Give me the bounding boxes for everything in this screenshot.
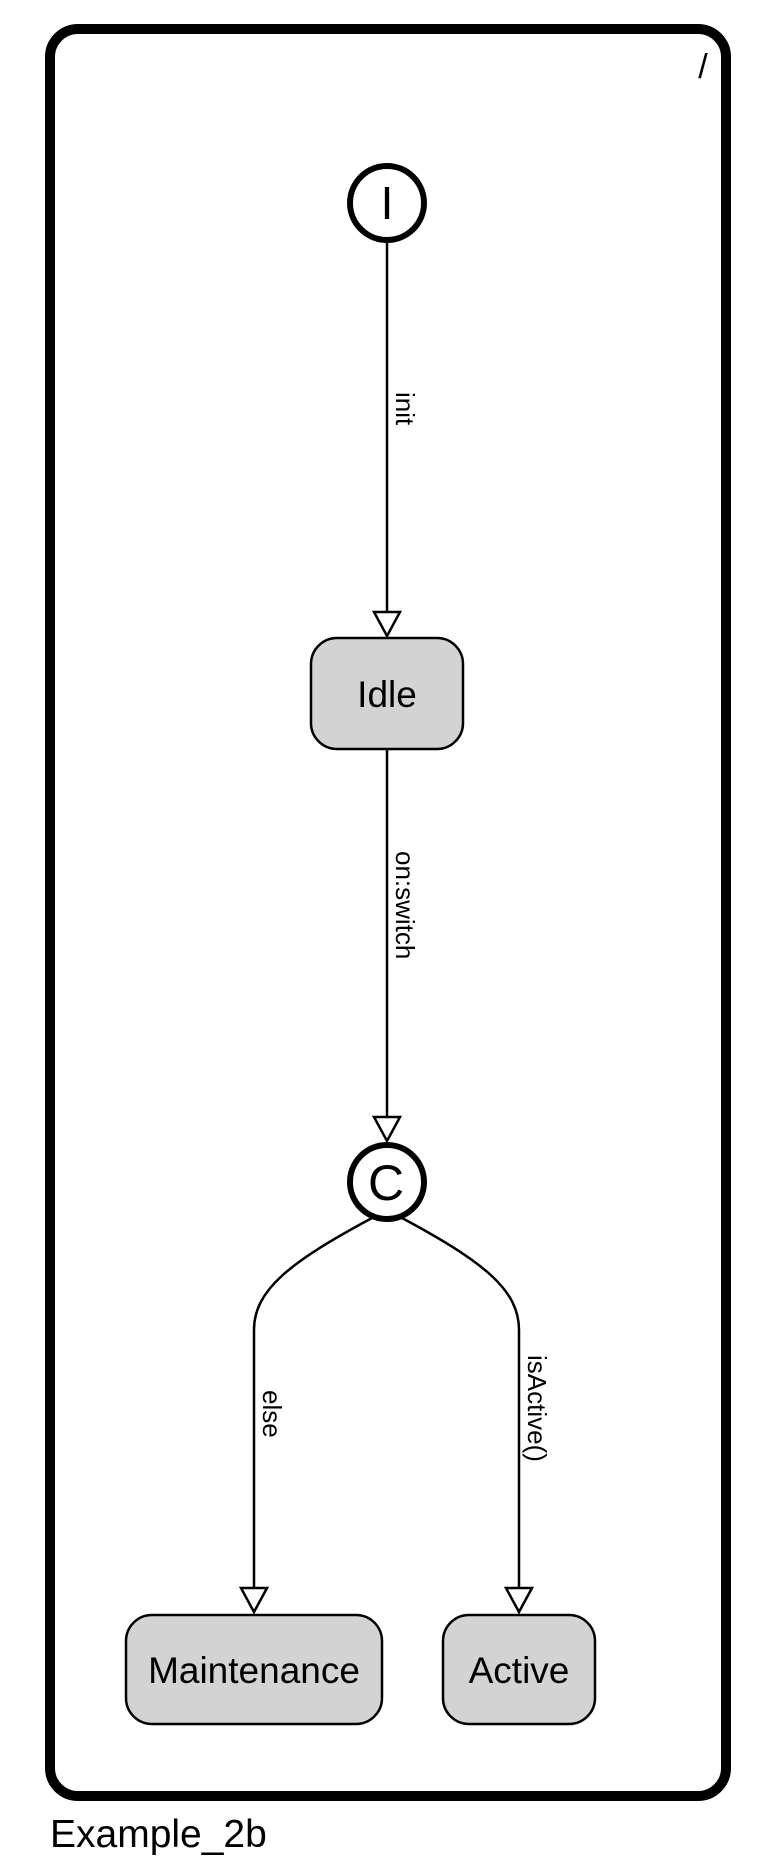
state-active[interactable]: Active — [441, 1613, 597, 1726]
state-active-label: Active — [469, 1650, 570, 1691]
initial-state-glyph: I — [381, 177, 394, 229]
transition-label-is-active: isActive() — [522, 1355, 552, 1462]
region-label: / — [698, 48, 708, 86]
state-idle[interactable]: Idle — [309, 636, 465, 751]
transition-label-on-switch: on:switch — [390, 851, 420, 959]
initial-state-node[interactable]: I — [347, 163, 427, 243]
transition-init[interactable]: init — [371, 241, 420, 639]
transition-label-init: init — [390, 392, 420, 426]
transition-on-switch[interactable]: on:switch — [371, 749, 420, 1144]
choice-node[interactable]: C — [347, 1142, 427, 1222]
state-idle-label: Idle — [357, 674, 417, 715]
transition-label-else: else — [257, 1390, 287, 1438]
state-maintenance[interactable]: Maintenance — [124, 1613, 384, 1726]
arrowhead — [503, 1586, 535, 1615]
choice-glyph: C — [368, 1155, 404, 1211]
arrowhead — [371, 1115, 403, 1144]
state-maintenance-label: Maintenance — [148, 1650, 360, 1691]
arrowhead — [371, 610, 403, 639]
arrowhead — [238, 1586, 270, 1615]
transition-is-active[interactable]: isActive() — [401, 1216, 552, 1615]
diagram-caption: Example_2b — [50, 1813, 267, 1856]
transition-else[interactable]: else — [238, 1216, 373, 1615]
